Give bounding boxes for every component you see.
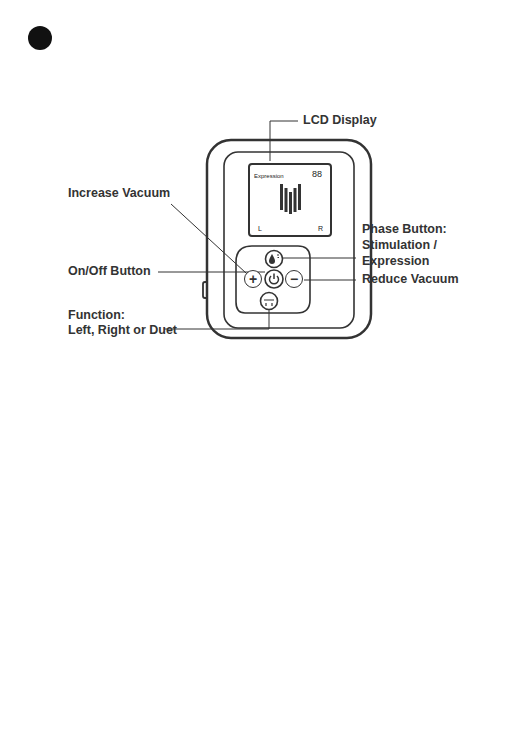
power-button [265,270,283,288]
lcd-side: L [258,225,262,232]
callout-label: Reduce Vacuum [362,272,459,287]
drop-icon-marks [277,255,279,258]
lcd-level: 88 [312,170,322,179]
function-button [261,293,278,310]
lcd-display: Expression 88L R [248,163,332,237]
button-symbol: + [249,272,257,286]
callout-label: Expression [362,254,429,269]
phase-button [266,251,283,268]
lcd-bars [280,184,301,214]
lcd-mode: Expression [254,173,284,179]
power-icon [273,274,275,280]
callout-label: Stimulation / [362,238,437,253]
callout-label: Left, Right or Duet [68,323,177,338]
button-symbol: − [290,272,298,286]
callout-label: Function: [68,308,125,323]
callout-label: Phase Button: [362,222,447,237]
function-icon [264,300,274,306]
pump-body [207,140,371,338]
leader-line [158,121,356,329]
callout-label: Increase Vacuum [68,186,170,201]
callout-label: LCD Display [303,113,377,128]
marker-dot [28,26,52,50]
callout-label: On/Off Button [68,264,151,279]
reduce-button: − [285,270,303,288]
front-panel [224,152,354,328]
lcd-side: R [318,225,323,232]
drop-icon [269,254,275,264]
increase-button: + [244,270,262,288]
button-panel [236,246,310,313]
